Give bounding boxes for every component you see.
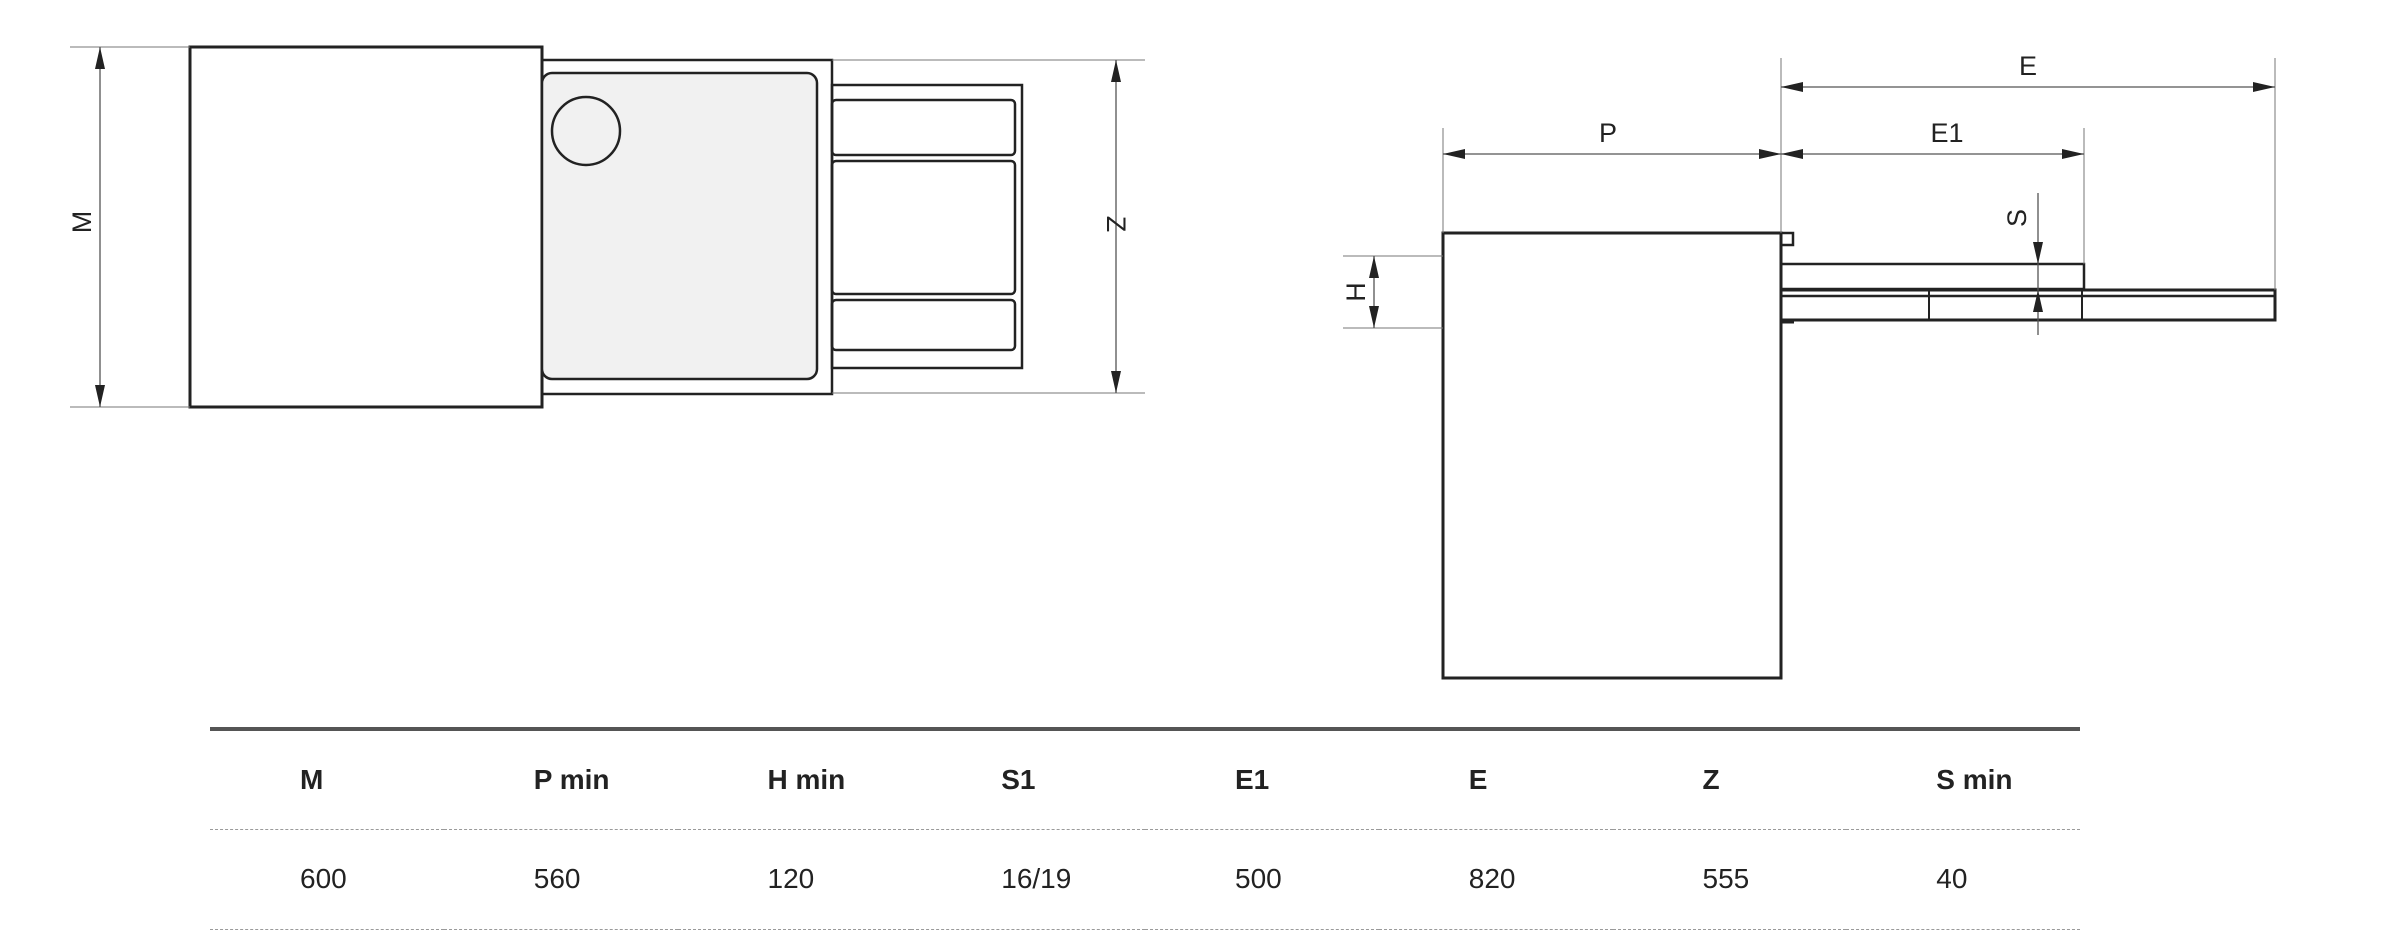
top-panel-lip — [1781, 231, 1795, 247]
column-header: S1 — [1001, 763, 1036, 795]
column-header: P min — [533, 763, 610, 795]
runner-frame — [830, 83, 1024, 370]
arrowhead — [95, 385, 105, 407]
table-cell: 16/19 — [1001, 863, 1072, 894]
spec-table: M P min H min S1 E1 E Z S min 600 560 12… — [210, 727, 2080, 930]
top-view: M Z — [67, 45, 1145, 409]
arrowhead — [1443, 149, 1465, 159]
table-cell: 120 — [767, 863, 815, 894]
column-header: Z — [1702, 763, 1720, 795]
runner-slot — [830, 298, 1017, 352]
arrowhead — [1111, 60, 1121, 82]
side-cabinet-body — [1441, 231, 1783, 680]
circle-knob — [550, 95, 622, 167]
arrowhead — [1781, 82, 1803, 92]
column-header: E1 — [1235, 763, 1270, 795]
dimension-label-e: E — [2019, 51, 2037, 81]
technical-drawing: M Z E P — [67, 45, 2277, 680]
dimension-label-h: H — [1341, 282, 1371, 302]
arrowhead — [1111, 371, 1121, 393]
dimension-label-z: Z — [1101, 216, 1131, 233]
inner-tray — [540, 71, 819, 381]
arrowhead — [1759, 149, 1781, 159]
side-view: E P E1 S H — [1341, 51, 2277, 680]
runner-slot — [830, 159, 1017, 296]
dimension-label-m: M — [67, 211, 97, 234]
dimension-label-s: S — [2002, 209, 2032, 227]
dimension-label-p: P — [1599, 118, 1617, 148]
column-header: M — [300, 763, 324, 795]
runner-slot — [830, 98, 1017, 157]
table-cell: 40 — [1936, 863, 1968, 894]
dimension-label-e1: E1 — [1930, 118, 1963, 148]
table-cell: 820 — [1468, 863, 1516, 894]
table-cell: 560 — [533, 863, 581, 894]
table-cell: 500 — [1235, 863, 1282, 894]
arrowhead — [1781, 149, 1803, 159]
column-header: H min — [767, 763, 846, 795]
table-cell: 555 — [1702, 863, 1750, 894]
arrowhead — [1369, 306, 1379, 328]
table-cell: 600 — [300, 863, 347, 894]
arrowhead — [2033, 290, 2043, 312]
arrowhead — [2253, 82, 2275, 92]
lower-slide-rail — [1779, 288, 2277, 322]
column-header: E — [1468, 763, 1488, 795]
cabinet-body — [188, 45, 544, 409]
arrowhead — [95, 47, 105, 69]
arrowhead — [2062, 149, 2084, 159]
table-row: 600 560 120 16/19 500 820 555 40 — [210, 829, 2080, 929]
arrowhead — [2033, 242, 2043, 264]
table-header-row: M P min H min S1 E1 E Z S min — [210, 729, 2080, 829]
arrowhead — [1369, 256, 1379, 278]
column-header: S min — [1936, 763, 2013, 795]
